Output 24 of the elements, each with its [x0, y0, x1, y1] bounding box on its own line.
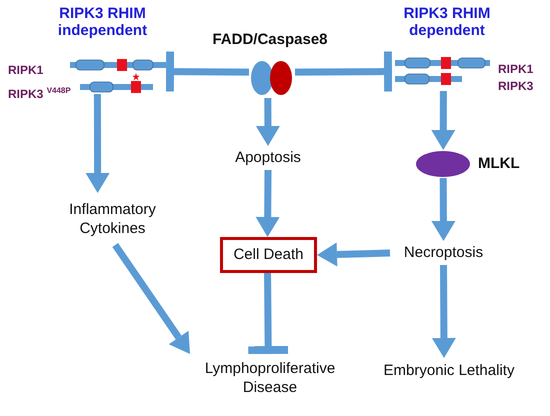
process-label: Embryonic Lethality	[382, 361, 516, 382]
protein-name: RIPK3 $^{V448P}$	[8, 86, 71, 103]
box-label: Cell Death	[232, 245, 305, 266]
outcome-box	[220, 237, 317, 273]
complex-name: FADD/Caspase8	[211, 30, 329, 50]
arrow	[256, 170, 280, 237]
arrow	[317, 242, 390, 266]
protein-complex	[215, 30, 325, 98]
process-label: Apoptosis	[234, 148, 302, 168]
arrow	[431, 90, 456, 150]
complex-heading: RIPK3 RHIM independent	[56, 5, 148, 40]
protein-name: RIPK1	[498, 62, 534, 78]
protein-name: RIPK1	[8, 63, 44, 79]
arrow	[112, 243, 190, 354]
protein-name: MLKL	[478, 154, 520, 174]
arrow	[431, 178, 456, 241]
arrow	[256, 98, 280, 146]
process-label: Lymphoproliferative Disease	[204, 358, 336, 398]
protein-name: RIPK3	[498, 79, 534, 95]
process-label: Necroptosis	[402, 243, 484, 264]
process-label: Inflammatory Cytokines	[68, 200, 157, 239]
complex-heading: RIPK3 RHIM dependent	[402, 5, 492, 40]
arrow	[432, 264, 456, 358]
arrow	[86, 94, 110, 193]
